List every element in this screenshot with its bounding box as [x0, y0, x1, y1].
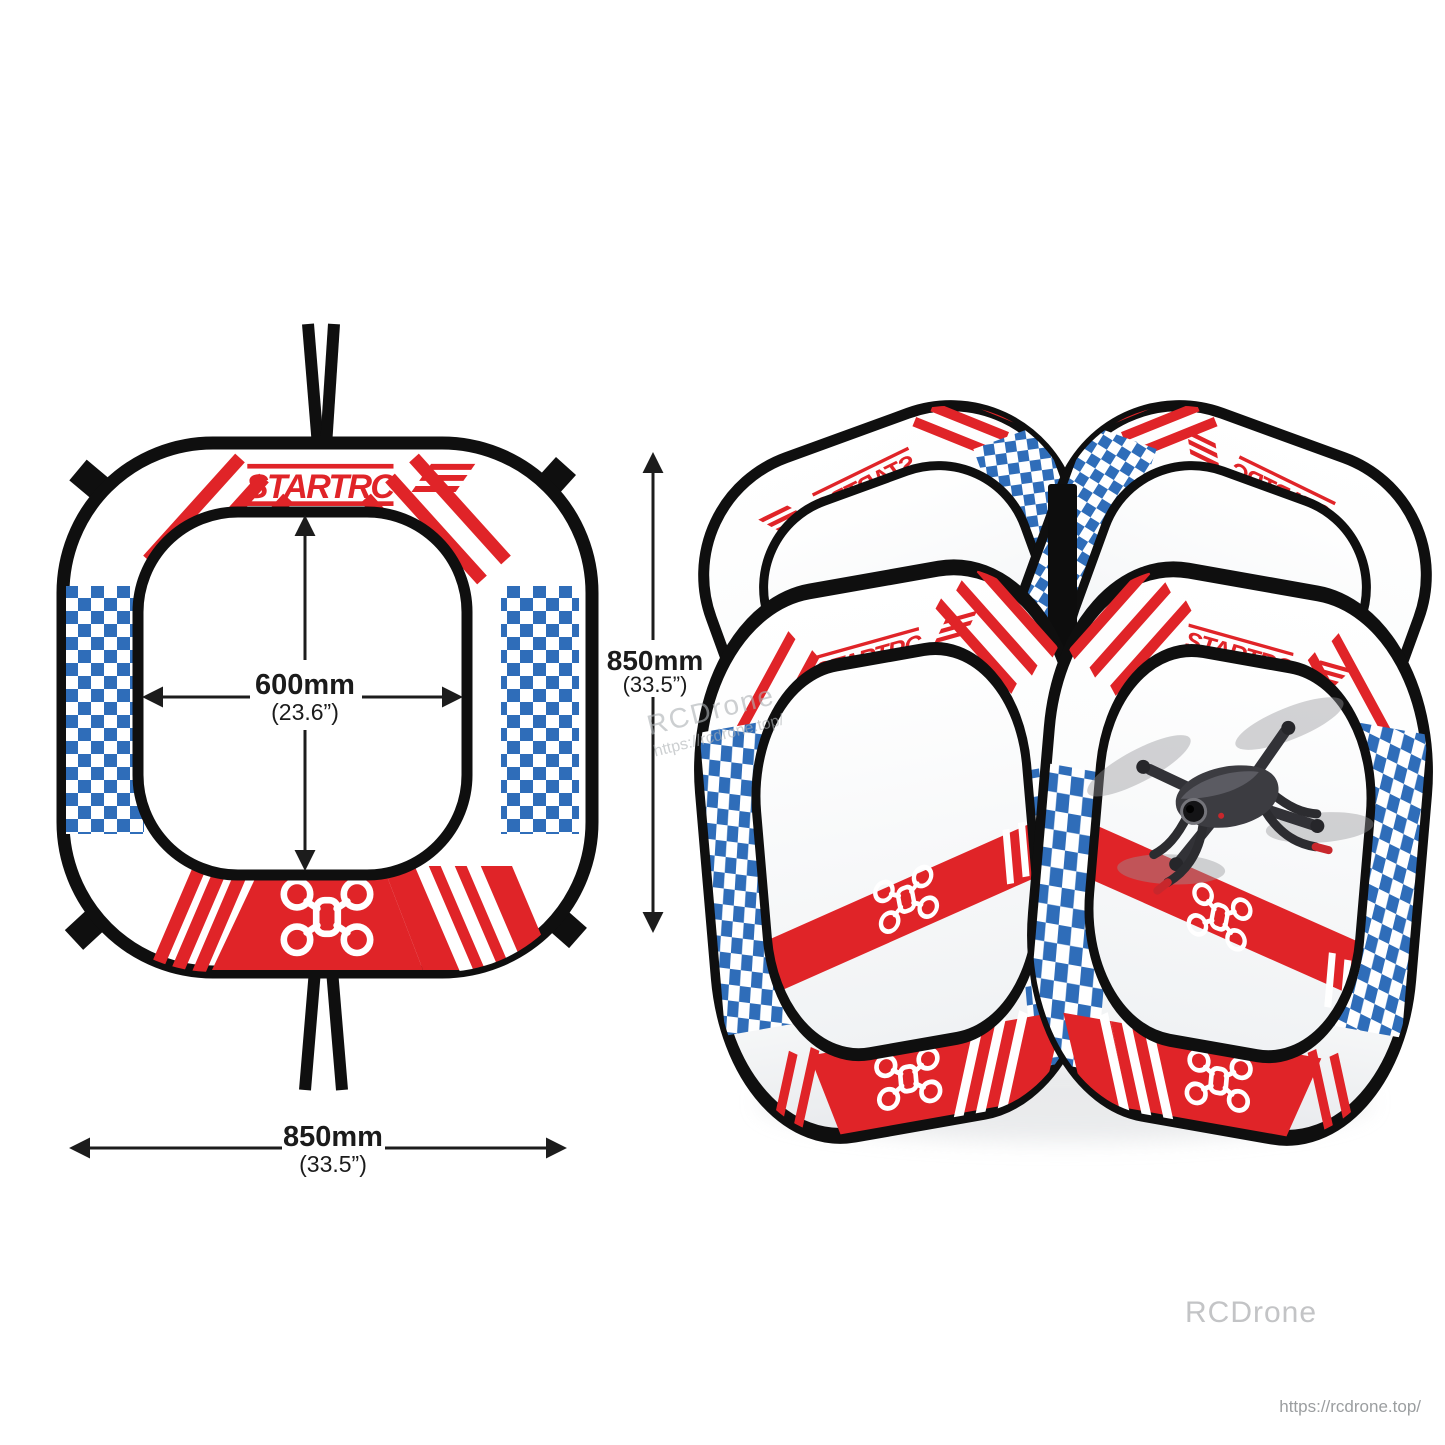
panel-front-right: STARTRC — [1018, 549, 1442, 1162]
checker-strip — [1009, 424, 1157, 669]
startrc-logo-front: STARTRC — [246, 463, 476, 506]
leg-tips — [1153, 842, 1333, 895]
height-value: 850mm — [606, 645, 704, 676]
watermark-bottom: RCDrone — [1185, 1296, 1318, 1329]
drone-canopy — [1180, 771, 1259, 799]
inner-width-imperial: (23.6”) — [271, 699, 339, 725]
height-imperial: (33.5”) — [622, 672, 688, 697]
gate-front-view: STARTRC — [56, 323, 599, 1091]
startrc-logo-text: STARTRC — [246, 468, 396, 506]
camera-lens-icon — [1180, 797, 1208, 825]
dimension-arrows — [69, 452, 664, 1159]
outer-width-imperial: (33.5”) — [299, 1151, 367, 1177]
checker-band-right — [501, 586, 579, 834]
watermark-url: https://rcdrone.top/ — [1279, 1397, 1421, 1416]
gate-cube-3d-view: STARTRC STARTRC — [666, 365, 1445, 1162]
motor-hubs — [1136, 720, 1325, 872]
checker-band-left — [66, 586, 144, 834]
gate-inner-frame — [132, 506, 473, 881]
hanging-straps — [299, 323, 348, 1091]
status-led — [1218, 812, 1225, 819]
fpv-drone — [1087, 697, 1374, 895]
camera-pupil — [1186, 805, 1195, 814]
inner-width-value: 600mm — [255, 669, 355, 701]
far-side-band — [745, 811, 1049, 1006]
bottom-band — [148, 859, 556, 977]
center-strap — [1048, 484, 1077, 648]
outer-width-value: 850mm — [283, 1121, 383, 1153]
